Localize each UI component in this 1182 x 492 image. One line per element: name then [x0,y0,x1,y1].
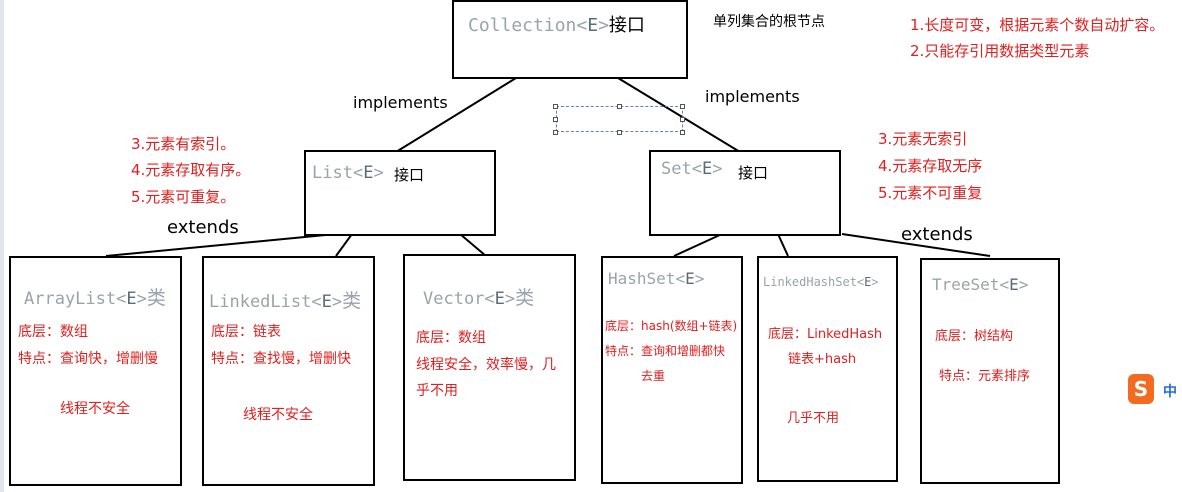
vector-box[interactable]: Vector<E>类 底层：数组 线程安全，效率慢，几 乎不用 [403,254,576,481]
list-box[interactable]: List<E> 接口 [304,150,496,236]
resize-handle[interactable] [680,117,685,122]
window-edge [0,0,4,492]
list-note-1: 3.元素有索引。 [131,135,236,153]
vector-suffix: 类 [515,287,535,309]
set-note-3: 5.元素不可重复 [878,184,983,202]
vector-line-2: 线程安全，效率慢，几 [416,357,556,373]
collection-title: Collection<E>接口 [468,15,645,36]
root-note-2: 2.只能存引用数据类型元素 [910,42,1090,60]
arraylist-line-3: 线程不安全 [60,401,130,417]
list-title: List<E> [312,163,384,183]
set-box[interactable]: Set<E> 接口 [649,150,841,236]
selection-box[interactable] [556,106,683,132]
implements-label-left: implements [353,93,448,112]
linkedlist-generic: E [321,292,332,312]
list-type-name: List [312,163,353,183]
hashset-generic: E [685,269,695,288]
hashset-title: HashSet<E> [608,269,705,288]
resize-handle[interactable] [553,104,558,109]
linkedhashset-title: LinkedHashSet<E> [763,275,879,289]
hashset-line-3: 去重 [641,369,666,383]
arraylist-type-name: ArrayList [24,289,117,309]
line-set-hashset [673,233,723,257]
linkedhashset-type-name: LinkedHashSet [763,275,857,289]
arraylist-suffix: 类 [146,287,166,309]
ime-logo-icon[interactable]: S [1128,374,1154,404]
root-caption: 单列集合的根节点 [713,14,825,30]
line-list-arraylist [105,233,337,257]
linkedlist-line-2: 特点：查找慢，增删快 [211,351,351,367]
linkedlist-title: LinkedList<E>类 [209,290,362,312]
linkedhashset-line-1: 底层：LinkedHash [768,327,883,342]
implements-label-right: implements [705,87,800,106]
arraylist-generic: E [126,289,137,309]
list-note-3: 5.元素可重复。 [131,188,236,206]
treeset-line-1: 底层：树结构 [935,329,1014,344]
linkedhashset-line-2: 链表+hash [788,352,857,367]
treeset-title: TreeSet<E> [932,275,1029,294]
hashset-line-1: 底层：hash(数组+链表) [605,319,738,333]
root-note-1: 1.长度可变，根据元素个数自动扩容。 [910,16,1165,34]
vector-line-1: 底层：数组 [416,330,486,346]
treeset-line-2: 特点：元素排序 [939,369,1031,384]
collection-box[interactable]: Collection<E>接口 [452,0,688,79]
resize-handle[interactable] [680,130,685,135]
list-note-2: 4.元素存取有序。 [131,161,251,179]
linkedhashset-box[interactable]: LinkedHashSet<E> 底层：LinkedHash 链表+hash 几… [757,256,898,482]
extends-label-left: extends [167,217,239,238]
resize-handle[interactable] [680,104,685,109]
linkedlist-line-3: 线程不安全 [243,407,313,423]
treeset-generic: E [1009,275,1019,294]
collection-type-name: Collection [468,15,577,36]
hashset-line-2: 特点：查询和增删都快 [605,344,726,358]
resize-handle[interactable] [553,130,558,135]
set-type-name: Set [661,159,692,179]
linkedlist-box[interactable]: LinkedList<E>类 底层：链表 特点：查找慢，增删快 线程不安全 [202,256,375,486]
line-set-treeset [841,233,991,257]
line-collection-set [617,77,741,153]
set-note-1: 3.元素无索引 [878,130,968,148]
line-list-linkedlist [335,233,353,257]
arraylist-title: ArrayList<E>类 [24,287,166,309]
linkedhashset-generic: E [864,275,872,289]
vector-type-name: Vector [423,289,485,309]
extends-label-right: extends [901,224,973,245]
vector-title: Vector<E>类 [423,287,535,309]
set-suffix: 接口 [738,164,769,182]
arraylist-box[interactable]: ArrayList<E>类 底层：数组 特点：查询快，增删慢 线程不安全 [9,256,182,486]
linkedlist-type-name: LinkedList [209,292,312,312]
resize-handle[interactable] [617,130,622,135]
vector-line-3: 乎不用 [416,383,458,399]
hashset-box[interactable]: HashSet<E> 底层：hash(数组+链表) 特点：查询和增删都快 去重 [601,256,743,484]
collection-generic: E [587,15,599,36]
list-suffix: 接口 [394,166,425,184]
collection-suffix: 接口 [608,15,645,36]
treeset-type-name: TreeSet [932,275,1000,294]
arraylist-line-2: 特点：查询快，增删慢 [18,351,158,367]
line-list-vector [459,233,487,257]
resize-handle[interactable] [617,104,622,109]
linkedhashset-line-3: 几乎不用 [787,411,840,426]
set-generic: E [701,159,713,179]
arraylist-line-1: 底层：数组 [18,324,88,340]
line-collection-list [395,77,517,153]
linkedlist-suffix: 类 [342,290,362,312]
set-note-2: 4.元素存取无序 [878,157,983,175]
set-title: Set<E> [661,159,723,179]
treeset-box[interactable]: TreeSet<E> 底层：树结构 特点：元素排序 [920,258,1060,484]
ime-mode-indicator[interactable]: 中 [1163,384,1177,400]
list-generic: E [363,163,374,183]
resize-handle[interactable] [553,117,558,122]
line-set-linkedhashset [777,233,789,257]
hashset-type-name: HashSet [608,269,676,288]
linkedlist-line-1: 底层：链表 [211,324,281,340]
vector-generic: E [494,289,505,309]
